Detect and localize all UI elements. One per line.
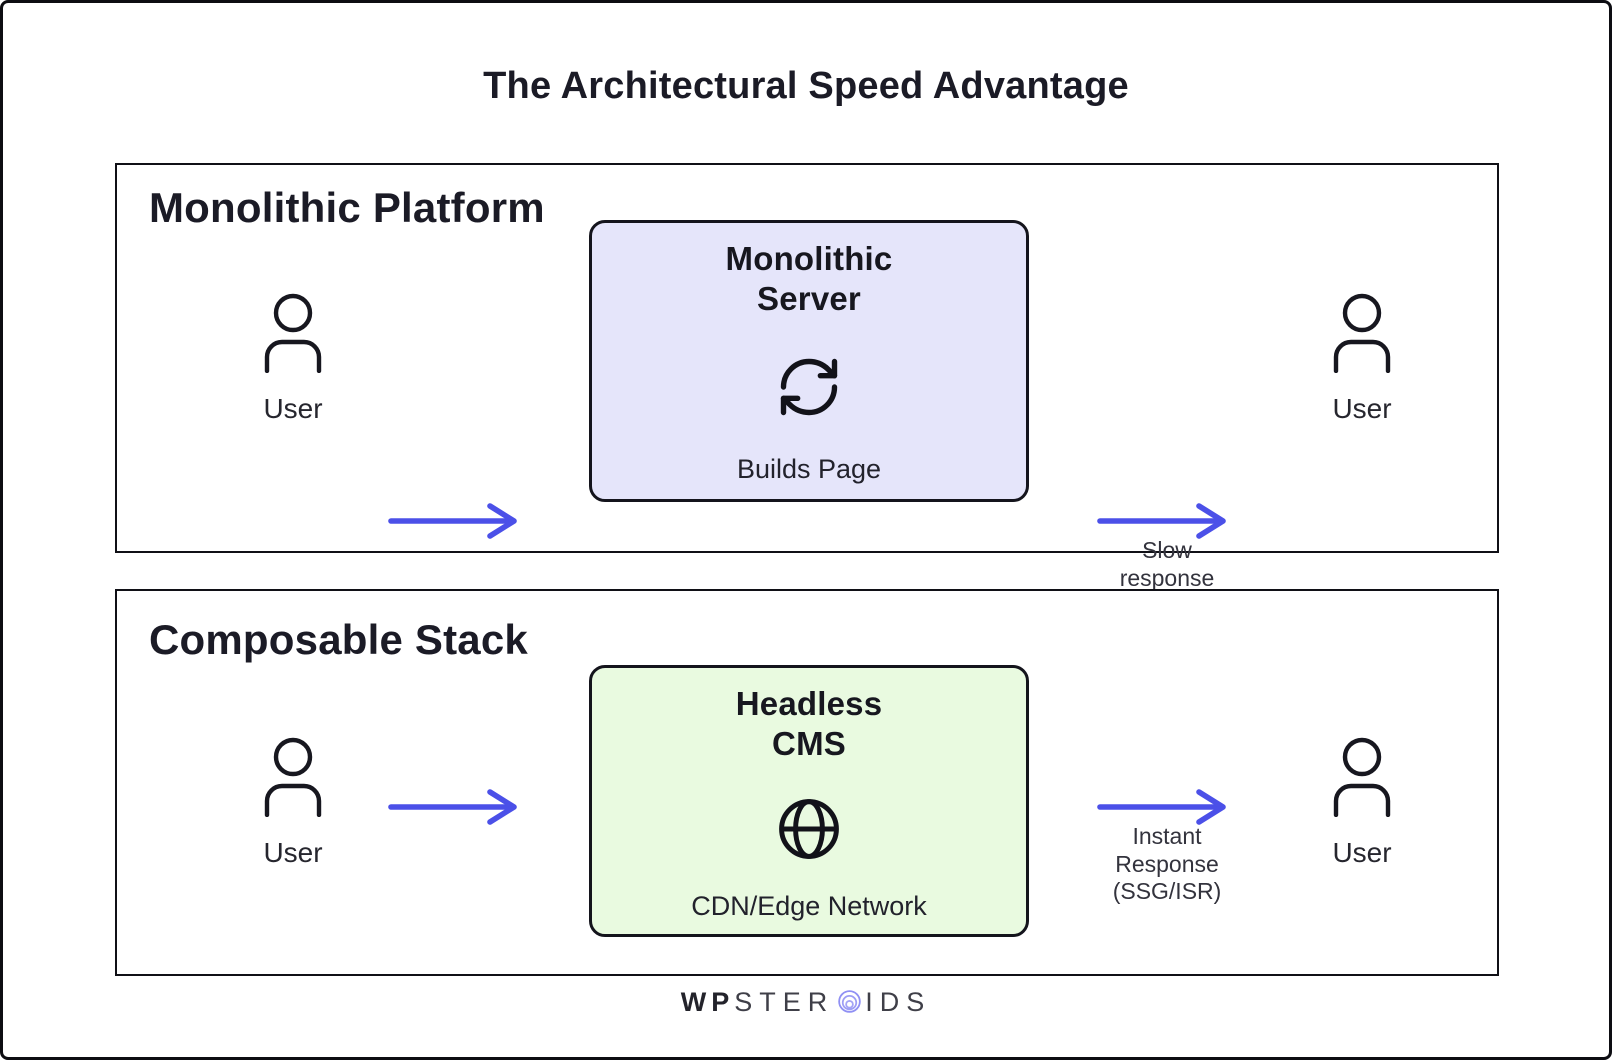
user-destination-monolithic: User bbox=[1292, 293, 1432, 425]
page-title: The Architectural Speed Advantage bbox=[483, 65, 1129, 107]
logo-text-bold: WP bbox=[680, 987, 735, 1017]
brand-logo: WPSTER IDS bbox=[3, 987, 1609, 1018]
logo-text-mid: STER bbox=[734, 987, 835, 1017]
globe-icon bbox=[779, 799, 839, 859]
user-origin-composable: User bbox=[223, 737, 363, 869]
user-label: User bbox=[1332, 393, 1392, 424]
node-title-line2: Server bbox=[757, 280, 861, 318]
panel-heading-monolithic: Monolithic Platform bbox=[149, 184, 545, 231]
logo-text-tail: IDS bbox=[865, 987, 932, 1017]
panel-composable: Composable Stack User Headless CMS CDN/E… bbox=[115, 589, 1499, 976]
node-title: Monolithic Server bbox=[592, 239, 1026, 320]
arrow-label-line: (SSG/ISR) bbox=[1112, 878, 1222, 905]
arrow-right-icon bbox=[388, 501, 530, 541]
user-destination-composable: User bbox=[1292, 737, 1432, 869]
node-title-line2: CMS bbox=[772, 725, 846, 763]
arrow-label-line: response bbox=[1119, 564, 1215, 591]
headless-cms-box: Headless CMS CDN/Edge Network bbox=[589, 665, 1029, 937]
arrow-right-icon bbox=[1097, 787, 1239, 827]
user-origin-monolithic: User bbox=[223, 293, 363, 425]
monolithic-server-box: Monolithic Server Builds Page bbox=[589, 220, 1029, 502]
user-label: User bbox=[263, 393, 323, 424]
user-icon bbox=[1331, 737, 1393, 817]
user-icon bbox=[262, 293, 324, 373]
arrow-label-slow-response: Slow response bbox=[1067, 537, 1267, 592]
node-caption: CDN/Edge Network bbox=[691, 891, 927, 921]
arrow-right-icon bbox=[388, 787, 530, 827]
panel-heading-composable: Composable Stack bbox=[149, 616, 528, 663]
arrow-label-line: Slow bbox=[1142, 537, 1192, 563]
logo-orbit-icon bbox=[838, 990, 861, 1013]
user-label: User bbox=[263, 837, 323, 868]
user-icon bbox=[262, 737, 324, 817]
node-title: Headless CMS bbox=[592, 684, 1026, 765]
arrow-label-line: Instant bbox=[1132, 823, 1202, 849]
node-title-line1: Monolithic bbox=[725, 240, 893, 277]
panel-monolithic: Monolithic Platform User Monolithic Serv… bbox=[115, 163, 1499, 591]
sync-icon bbox=[780, 358, 838, 416]
node-caption: Builds Page bbox=[736, 454, 882, 484]
arrow-right-icon bbox=[1097, 501, 1239, 541]
user-icon bbox=[1331, 293, 1393, 373]
arrow-label-instant-response: Instant Response (SSG/ISR) bbox=[1067, 823, 1267, 906]
arrow-label-line: Response bbox=[1115, 850, 1219, 877]
user-label: User bbox=[1332, 837, 1392, 868]
node-title-line1: Headless bbox=[735, 685, 883, 722]
